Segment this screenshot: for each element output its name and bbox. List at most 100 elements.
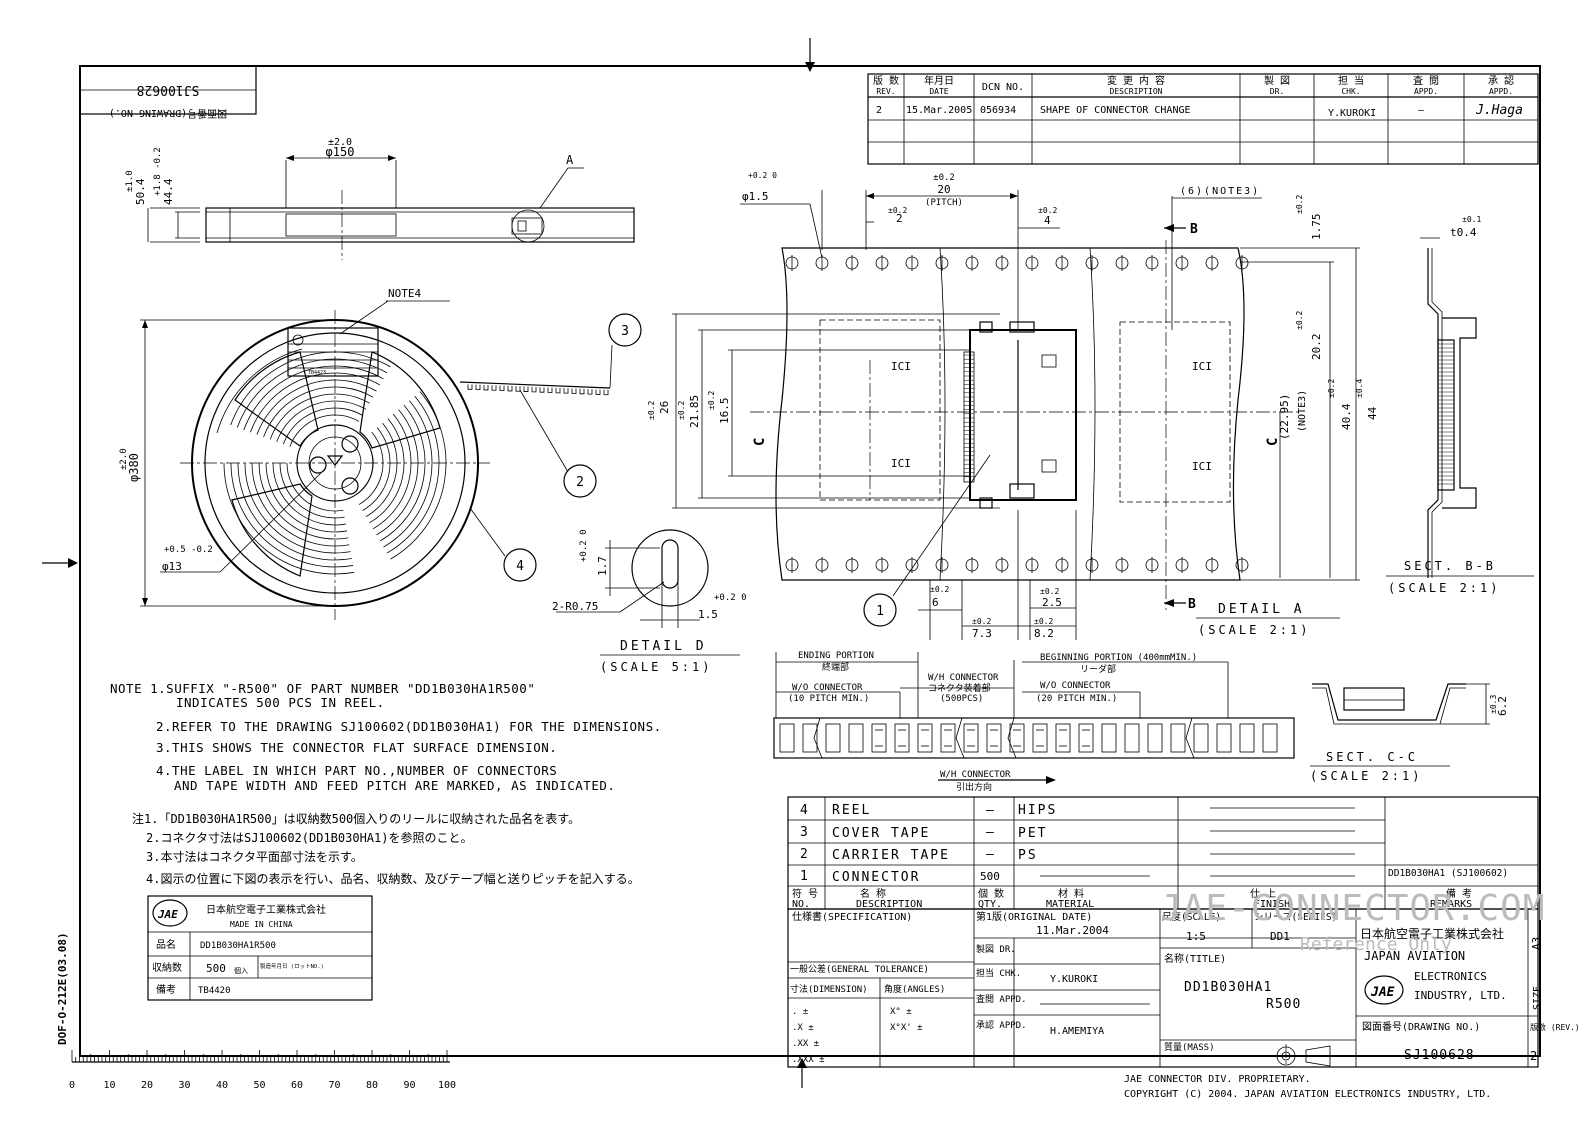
- dim-d380-tol: ±2.0: [119, 448, 129, 470]
- tape-pocket: [1101, 723, 1117, 753]
- ruler-label: 50: [253, 1080, 265, 1091]
- dim-d175: 1.75: [1310, 214, 1323, 241]
- bom-hdr-qty-jp: 個 数: [978, 887, 1004, 900]
- bom-mat-4: HIPS: [1018, 803, 1057, 818]
- dim-d26-tol: ±0.2: [647, 401, 656, 420]
- tape-winding: [365, 422, 398, 518]
- tape-break: [1007, 717, 1017, 759]
- tb-rev: 2: [1530, 1049, 1537, 1063]
- tb-scale-label: 尺度(SCALE): [1162, 911, 1221, 923]
- tape-pocket: [1124, 723, 1140, 753]
- tape-wh-jp: コネクタ装着部: [928, 682, 991, 694]
- bom-no-4: 4: [800, 803, 810, 818]
- dim-d2: 2: [896, 212, 903, 225]
- bom-hdr-desc-jp: 名 称: [860, 887, 886, 900]
- tape-winding: [358, 431, 384, 505]
- tape-winding: [250, 372, 381, 433]
- dim-d73: 7.3: [972, 627, 992, 640]
- tape-winding: [244, 462, 351, 554]
- ic-mark-4: ICI: [1192, 460, 1212, 473]
- tape-winding: [256, 379, 377, 435]
- sect-bb-t-tol: ±0.1: [1462, 215, 1481, 224]
- tb-dr-label: 製図 DR.: [976, 943, 1016, 955]
- rev-hdr-jp-1: 年月日: [924, 74, 954, 87]
- tape-winding: [272, 462, 346, 526]
- tb-tol-row-4: .XXX ±: [792, 1055, 825, 1065]
- rev-row-appd1: —: [1418, 105, 1425, 116]
- dim-pitch: (PITCH): [925, 198, 963, 208]
- tape-wo2: W/O CONNECTOR: [1040, 681, 1111, 691]
- reel-front-view: TB4423 ±2.0 φ380 +0.5 -0.2 φ13 NOTE4 3 2: [119, 287, 642, 620]
- tape-break: [1185, 717, 1195, 759]
- sect-bb: ±0.1 t0.4 SECT. B-B (SCALE 2:1): [1386, 215, 1534, 595]
- bom-no-1: 1: [800, 869, 810, 884]
- tb-tol-row-2: .X ±: [792, 1023, 814, 1033]
- detail-d-radius: 2-R0.75: [552, 600, 598, 613]
- tape-pocket: [894, 723, 910, 753]
- form-number: DOF-O-212E(03.08): [56, 932, 69, 1045]
- tb-spec: 仕様書(SPECIFICATION): [792, 910, 912, 923]
- note-en-4: 4.THE LABEL IN WHICH PART NO.,NUMBER OF …: [156, 763, 557, 778]
- ruler-label: 0: [69, 1080, 75, 1091]
- tape-pocket: [963, 723, 979, 753]
- tb-drawing-no-label: 図面番号(DRAWING NO.): [1362, 1021, 1480, 1033]
- ruler-label: 80: [366, 1080, 378, 1091]
- tape-beginning-jp: リーダ部: [1080, 663, 1116, 675]
- dim-d25-tol: ±0.2: [1040, 587, 1059, 596]
- tb-company-en3: INDUSTRY, LTD.: [1414, 989, 1507, 1002]
- rev-hdr-en-7: APPD.: [1489, 87, 1513, 96]
- dim-d380: φ380: [127, 453, 141, 482]
- bom-hdr-fin-jp: 仕 上: [1250, 887, 1276, 900]
- tape-ending: ENDING PORTION: [798, 651, 874, 661]
- tape-winding: [286, 462, 344, 512]
- tape-pocket: [917, 723, 933, 753]
- tb-ang-row-1: X° ±: [890, 1007, 912, 1017]
- rev-hdr-en-1: DATE: [929, 87, 948, 96]
- rev-hdr-jp-3: 変 更 内 容: [1107, 74, 1165, 87]
- tape-wh-sub: (500PCS): [940, 694, 983, 704]
- label-r2-value: 500: [206, 962, 226, 975]
- label-r3-label: 備考: [156, 983, 176, 996]
- dim-w444: 44.4: [162, 178, 175, 205]
- dim-w504: 50.4: [134, 178, 147, 205]
- bom-hdr-no-jp: 符 号: [792, 887, 818, 900]
- drawing-no-rotated: SJ100628: [137, 82, 200, 97]
- tape-direction-jp: 引出方向: [956, 781, 992, 793]
- reel-side-view: A ±2.0 φ150 ±1.0 50.4 +1.8 -0.2 44.4: [125, 137, 635, 260]
- tb-tol-label: 一般公差(GENERAL TOLERANCE): [790, 963, 929, 975]
- tape-winding: [237, 462, 352, 561]
- detail-d-title: DETAIL D: [620, 639, 707, 654]
- tape-ending-jp: 終端部: [822, 661, 849, 673]
- tb-rev-label: 版数 (REV.): [1530, 1022, 1580, 1032]
- tape-wo2-sub: (20 PITCH MIN.): [1036, 694, 1117, 704]
- rev-hdr-jp-6: 査 閲: [1413, 74, 1439, 87]
- tb-company-jp: 日本航空電子工業株式会社: [1360, 926, 1504, 941]
- ruler-label: 40: [216, 1080, 228, 1091]
- label-company: 日本航空電子工業株式会社: [206, 903, 326, 916]
- bom-mat-3: PET: [1018, 826, 1047, 841]
- rev-hdr-en-4: DR.: [1270, 87, 1284, 96]
- detail-d-h: 1.7: [596, 556, 609, 576]
- label-r2-date: 製造年月日 (ロットNO.): [260, 962, 324, 970]
- label-r2-unit: 個入: [234, 966, 248, 975]
- tb-company-en1: JAPAN AVIATION: [1364, 949, 1465, 963]
- sheet-frame: [42, 38, 1541, 1088]
- tb-size-label: SIZE: [1532, 986, 1543, 1010]
- tape-winding: [251, 462, 350, 547]
- ic-mark-2: ICI: [891, 457, 911, 470]
- ruler-label: 100: [438, 1080, 456, 1091]
- rev-hdr-en-2: DCN NO.: [982, 82, 1024, 93]
- rev-hdr-en-6: APPD.: [1414, 87, 1438, 96]
- label-r1-value: DD1B030HA1R500: [200, 941, 276, 951]
- bom-hdr-mat-jp: 材 料: [1058, 887, 1084, 900]
- watermark-line1: JAE-CONNECTOR.COM: [1160, 888, 1545, 929]
- drawing-no-rotated-box: SJ100628 図面番号(DRAWING NO.): [79, 65, 257, 119]
- dim-d82-tol: ±0.2: [1034, 617, 1053, 626]
- ruler-label: 60: [291, 1080, 303, 1091]
- rev-hdr-jp-0: 版 数: [873, 74, 899, 87]
- rev-hdr-en-3: DESCRIPTION: [1110, 87, 1163, 96]
- dim-d6: 6: [932, 596, 939, 609]
- tape-pocket: [1216, 723, 1232, 753]
- rev-hdr-en-5: CHK.: [1341, 87, 1360, 96]
- tape-winding: [276, 400, 367, 442]
